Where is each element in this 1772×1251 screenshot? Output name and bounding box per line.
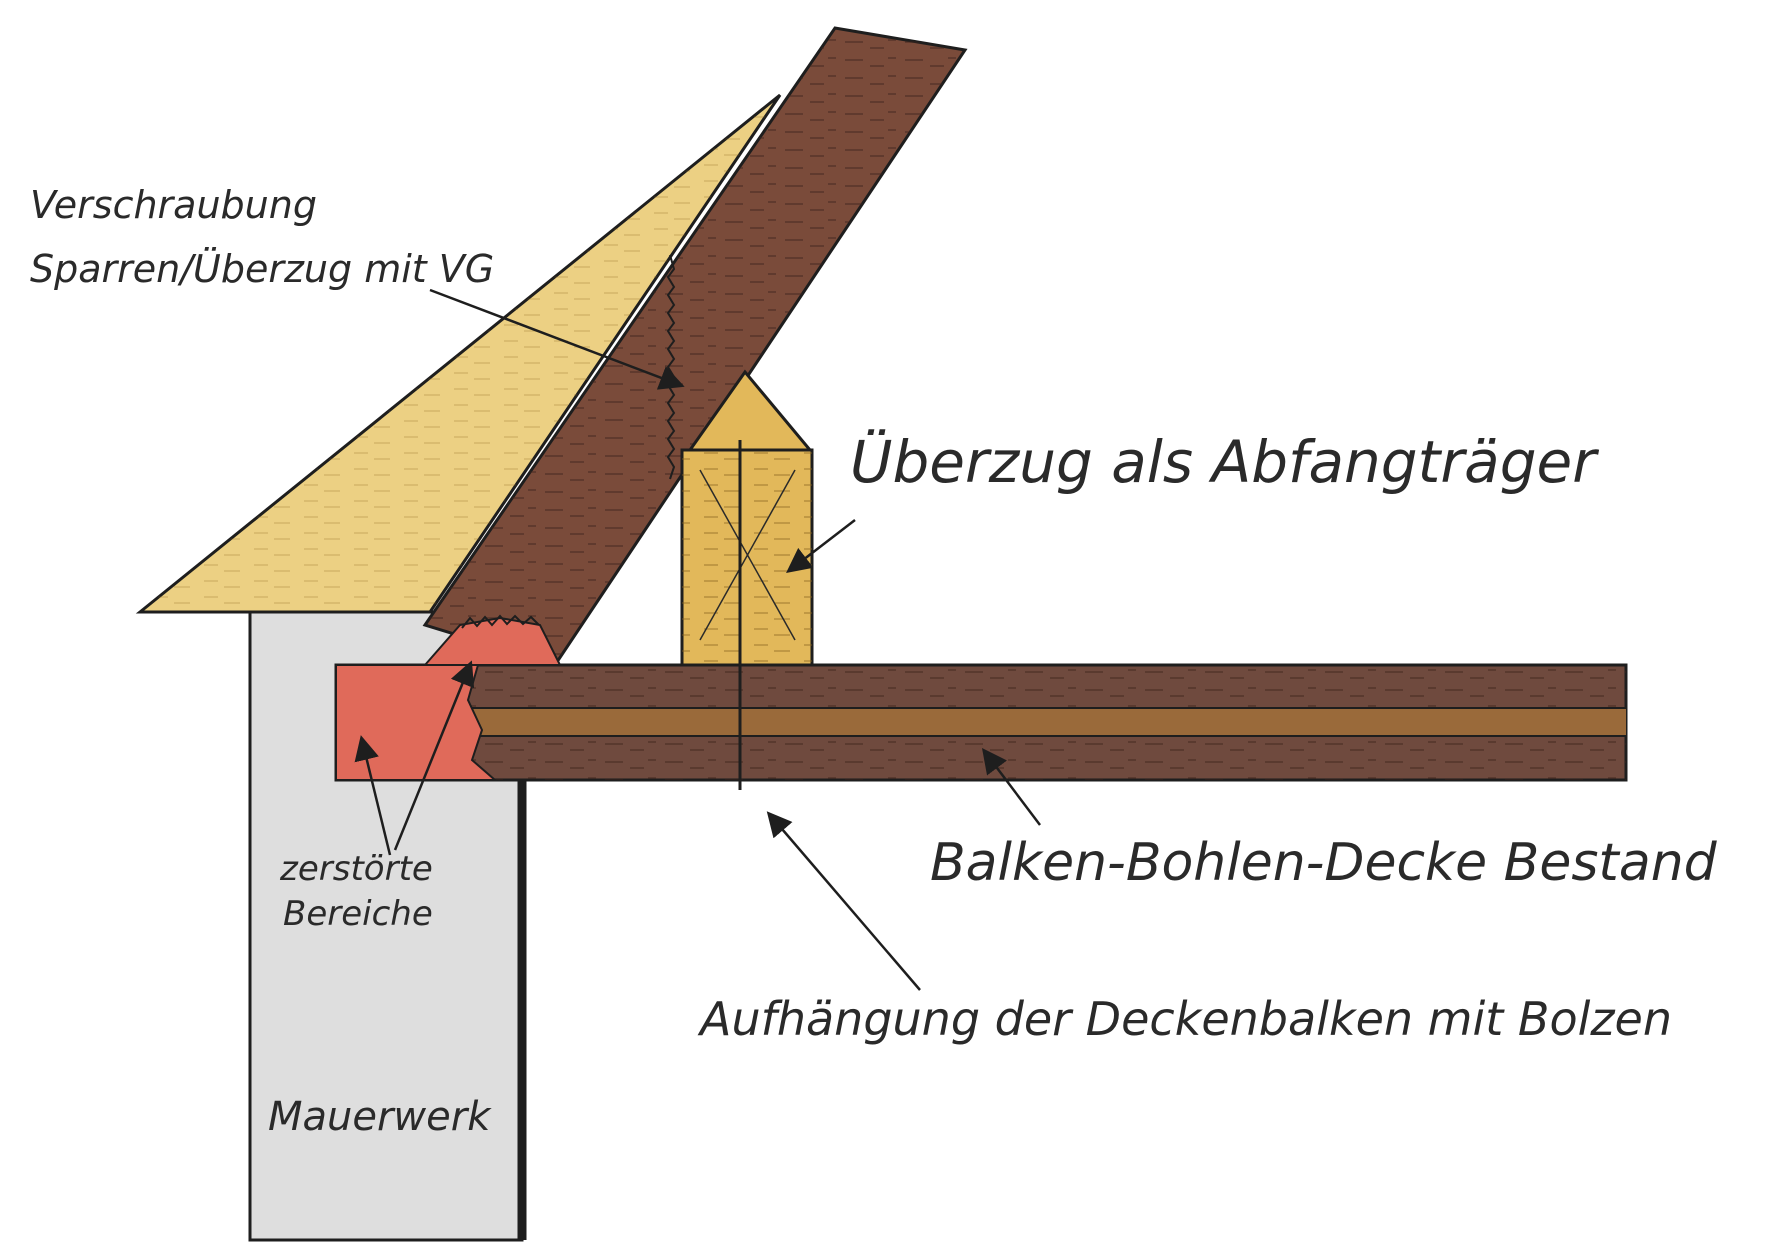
beam-leader: [786, 519, 856, 574]
support-beam: [680, 369, 814, 667]
masonry-label: Mauerwerk: [268, 1094, 492, 1140]
ceiling-label: Balken-Bohlen-Decke Bestand: [930, 833, 1718, 893]
screw-label-line2: Sparren/Überzug mit VG: [30, 247, 494, 291]
ceiling-leader: [981, 748, 1041, 826]
damaged-label-line1: zerstörte: [279, 849, 433, 889]
damaged-areas: [335, 614, 562, 781]
ceiling-beam: [334, 663, 1628, 782]
hanger-leader: [766, 811, 921, 991]
damaged-leader-1: [354, 735, 392, 856]
damaged-label-line2: Bereiche: [283, 894, 433, 934]
beam-label: Überzug als Abfangträger: [850, 428, 1599, 496]
screw-leader: [429, 288, 685, 390]
screw-label-line1: Verschraubung: [30, 183, 317, 227]
damaged-leader-2: [393, 660, 475, 851]
hanger-label: Aufhängung der Deckenbalken mit Bolzen: [697, 992, 1672, 1046]
